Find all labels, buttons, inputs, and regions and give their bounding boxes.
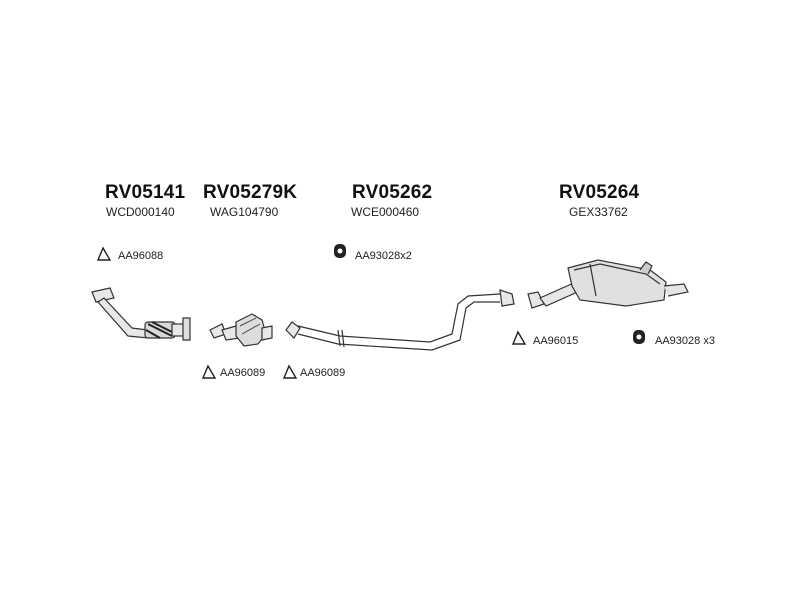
accessory-label: AA93028 x3 <box>655 335 715 347</box>
accessory-label: AA96088 <box>118 250 164 262</box>
accessory-label: AA93028x2 <box>355 250 412 262</box>
front-pipe-part[interactable] <box>91 287 191 341</box>
accessory-label: AA96089 <box>220 367 266 379</box>
code-rv05264: GEX33762 <box>569 205 628 219</box>
part-number-rv05141: RV05141 <box>105 182 186 203</box>
accessory-label: AA96015 <box>533 335 579 347</box>
part-number-rv05279k: RV05279K <box>203 182 298 203</box>
accessory-label: AA96089 <box>300 367 346 379</box>
intermediate-pipe-part[interactable] <box>285 289 515 351</box>
catalytic-converter-part[interactable] <box>209 313 273 347</box>
rear-silencer-part[interactable] <box>527 259 689 309</box>
code-rv05262: WCE000460 <box>351 205 420 219</box>
rubber-mount-icon <box>334 244 645 344</box>
gasket-icon <box>96 246 527 379</box>
code-rv05279k: WAG104790 <box>210 205 279 219</box>
part-number-rv05262: RV05262 <box>352 182 433 203</box>
part-number-rv05264: RV05264 <box>559 182 640 203</box>
code-rv05141: WCD000140 <box>106 205 175 219</box>
